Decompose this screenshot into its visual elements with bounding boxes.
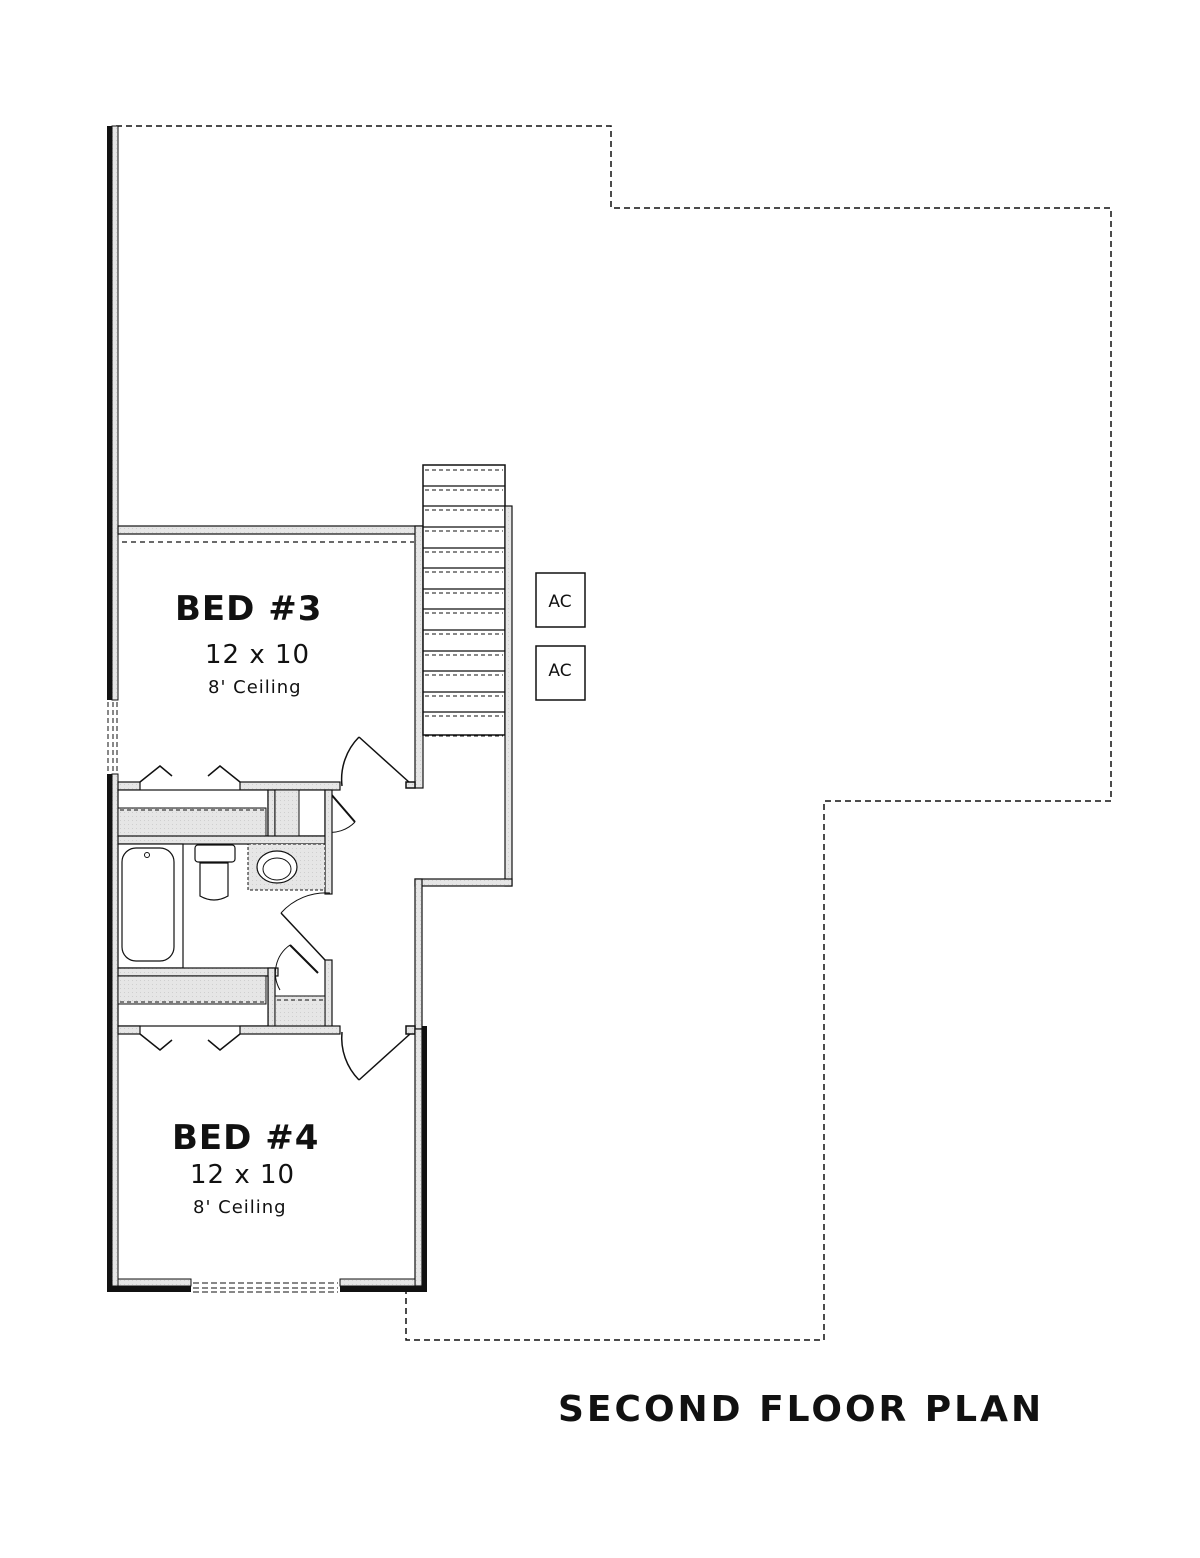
- bed3-bottom-wall: [117, 781, 341, 791]
- ac-unit-1-label: AC: [548, 592, 572, 612]
- window-left-bed3: [107, 702, 118, 772]
- window-bottom-bed4: [193, 1282, 338, 1293]
- bed4-closet: [117, 975, 269, 1027]
- bathroom: [117, 789, 333, 977]
- room-size-bed3: 12 x 10: [205, 640, 311, 670]
- room-ceiling-bed3: 8' Ceiling: [208, 677, 302, 698]
- ac-unit-2-label: AC: [548, 661, 572, 681]
- staircase: [422, 464, 506, 737]
- bed3-right-wall: [414, 525, 424, 789]
- bed3-closet: [117, 789, 276, 841]
- exterior-wall-left-upper: [107, 125, 119, 701]
- linen-closet-lower: [267, 944, 333, 1029]
- bed3-closet-bifold-doors: [139, 765, 241, 783]
- bed4-bottom-wall: [107, 1278, 427, 1292]
- bed4-top-wall: [117, 1025, 341, 1035]
- ac-unit-boxes: [535, 572, 586, 701]
- linen-closet-upper: [274, 789, 356, 837]
- plan-title: SECOND FLOOR PLAN: [558, 1389, 1045, 1430]
- room-name-bed4: BED #4: [172, 1118, 320, 1158]
- bed3-door: [340, 736, 416, 789]
- room-size-bed4: 12 x 10: [190, 1160, 296, 1190]
- bed3-top-wall: [117, 525, 424, 543]
- room-name-bed3: BED #3: [175, 589, 323, 629]
- hall-right-wall: [414, 505, 513, 1030]
- bed4-right-wall: [414, 1026, 427, 1292]
- room-ceiling-bed4: 8' Ceiling: [193, 1197, 287, 1218]
- bed4-closet-bifold-doors: [139, 1033, 241, 1051]
- bed4-door: [340, 1025, 416, 1081]
- first-floor-outline: [116, 125, 1112, 1341]
- exterior-wall-left-lower: [107, 773, 119, 1292]
